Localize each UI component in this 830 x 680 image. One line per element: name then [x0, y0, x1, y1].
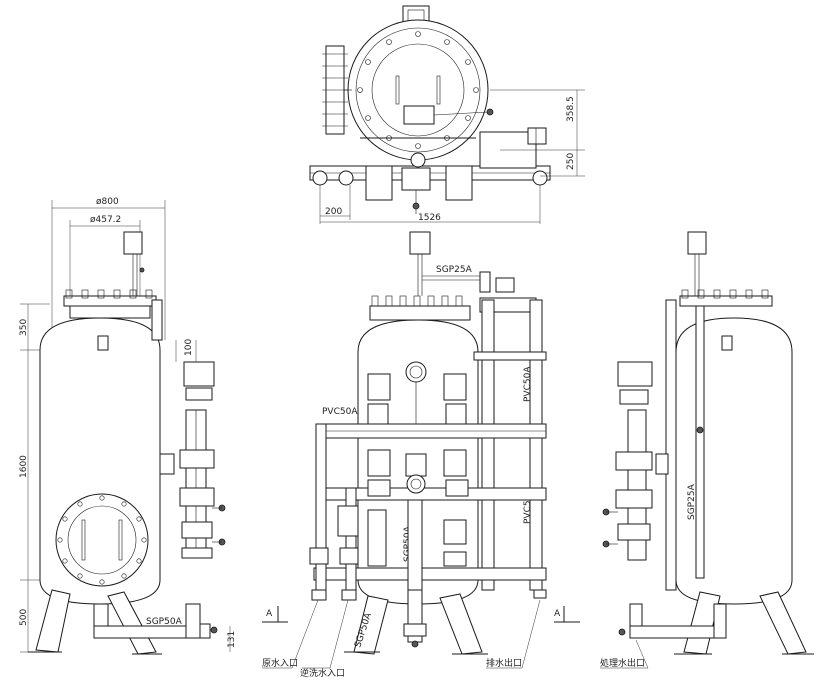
right-pipe-sgp25a: SGP25A: [687, 483, 697, 520]
callout-treated-outlet: 処理水出口: [600, 657, 645, 669]
left-view: ø800 ø457.2 350 1600 500: [19, 197, 237, 655]
callout-drain-outlet: 排水出口: [486, 657, 522, 669]
left-dim-350: 350: [19, 319, 29, 336]
top-dim-200: 200: [325, 207, 342, 217]
top-dim-250: 250: [566, 153, 576, 170]
section-mark-left: A: [266, 609, 273, 619]
section-mark-right: A: [554, 609, 561, 619]
top-view: 358.5 250 200 1526: [309, 5, 585, 224]
front-pipe-sgp25a: SGP25A: [436, 265, 473, 275]
left-pipe-sgp50a: SGP50A: [146, 617, 183, 627]
top-dim-358: 358.5: [566, 96, 576, 122]
front-pipe-pvc50a-right-upper: PVC50A: [523, 366, 533, 402]
front-view: SGP25A PVC50A PVC50A PVC50A SGP50A: [262, 231, 580, 679]
left-dim-500: 500: [19, 609, 29, 626]
callout-raw-water-inlet: 原水入口: [262, 657, 298, 669]
front-pipe-pvc50a-left: PVC50A: [322, 407, 358, 417]
left-dim-131: 131: [227, 631, 237, 648]
top-flange-bolts: [357, 31, 479, 149]
left-dim-100: 100: [184, 339, 194, 356]
right-view: SGP25A 処理水出口: [600, 231, 814, 669]
left-dim-457: ø457.2: [90, 215, 121, 225]
left-dim-800: ø800: [96, 197, 119, 207]
callout-backwash-inlet: 逆洗水入口: [300, 667, 345, 679]
front-pipe-pvc50a-right-lower: PVC50A: [523, 488, 533, 524]
top-dim-1526: 1526: [418, 213, 441, 223]
left-dim-1600: 1600: [19, 455, 29, 478]
